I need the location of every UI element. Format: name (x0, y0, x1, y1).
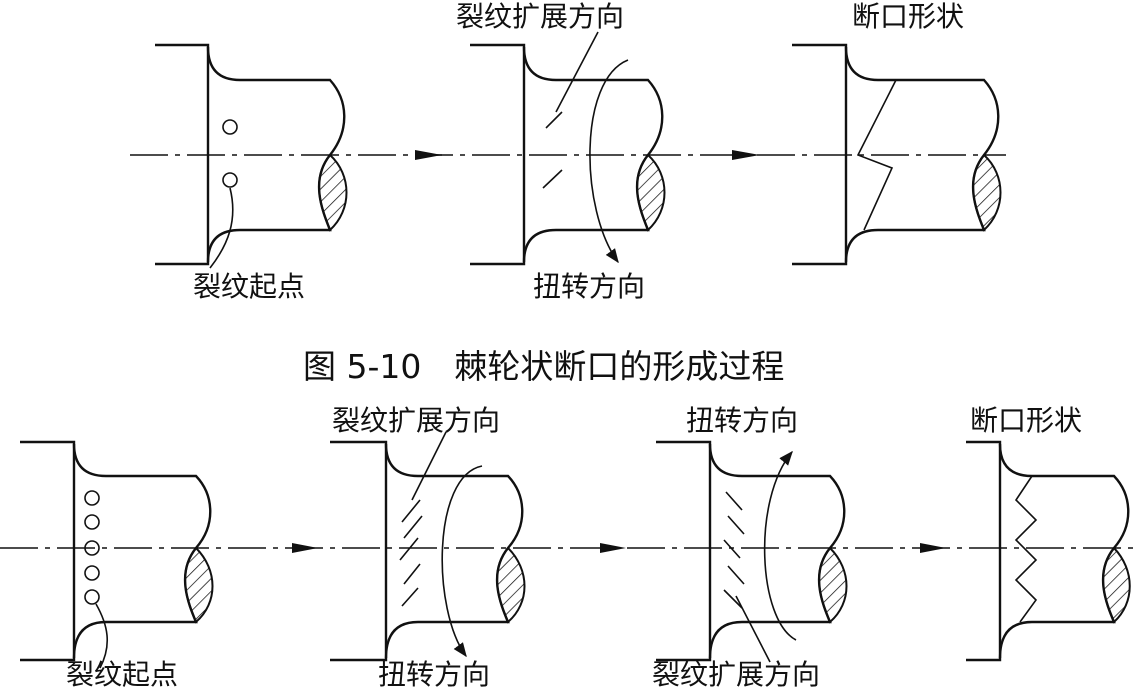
crack-origin-circle (222, 119, 238, 135)
label-crack-direction: 裂纹扩展方向 (456, 0, 624, 33)
label-fracture-shape: 断口形状 (852, 0, 964, 33)
label-fracture-shape: 断口形状 (970, 404, 1082, 437)
top-shaft-2 (470, 31, 666, 266)
crack-origin-circle (84, 514, 100, 530)
crack-origin-circle (84, 565, 100, 581)
label-crack-origin: 裂纹起点 (66, 658, 178, 691)
crack-direction-leader (735, 595, 771, 663)
bottom-flow-arrowhead-2 (600, 543, 626, 553)
crack-origin-leader (95, 603, 109, 669)
label-torsion-direction: 扭转方向 (686, 404, 798, 437)
torsion-arrow (763, 450, 797, 641)
crack-origin-circle (222, 172, 238, 188)
ratchet-fracture-profile (1014, 475, 1038, 623)
label-torsion-direction: 扭转方向 (378, 658, 490, 691)
crack-origin-circle (84, 490, 100, 506)
bottom-shaft-3 (656, 440, 848, 663)
label-crack-direction: 裂纹扩展方向 (332, 404, 500, 437)
top-flow-arrowhead-2 (732, 150, 760, 160)
crack-lines (723, 491, 745, 609)
crack-origin-circle (84, 540, 100, 556)
bottom-flow-arrowhead-1 (292, 543, 318, 553)
fracture-profile (856, 79, 897, 231)
bottom-flow-arrowhead-3 (920, 543, 946, 553)
bottom-shaft-1 (20, 440, 214, 669)
bottom-shaft-2 (330, 431, 526, 662)
bottom-shaft-4 (966, 440, 1131, 662)
crack-direction-leader (555, 31, 599, 113)
top-shaft-1 (155, 43, 348, 269)
crack-line (545, 111, 563, 129)
top-row: 裂纹起点 裂纹扩展方向 扭转方向 断口形状 (130, 0, 1006, 303)
crack-line (542, 169, 563, 189)
crack-lines (399, 499, 423, 607)
label-torsion-direction: 扭转方向 (533, 270, 645, 303)
label-crack-direction: 裂纹扩展方向 (652, 658, 820, 691)
top-flow-arrowhead-1 (415, 150, 442, 160)
crack-origin-leader (209, 187, 234, 269)
figure-caption: 图 5-10 棘轮状断口的形成过程 (303, 347, 784, 386)
bottom-row: 裂纹起点 裂纹扩展方向 扭转方向 扭转方向 裂纹扩展方向 断口形状 (0, 404, 1136, 691)
torsion-arrow (589, 59, 629, 264)
crack-direction-leader (411, 431, 447, 501)
crack-origin-circle (84, 589, 100, 605)
top-shaft-3 (792, 43, 1002, 266)
torsion-arrow (441, 465, 483, 658)
label-crack-origin: 裂纹起点 (193, 270, 305, 303)
